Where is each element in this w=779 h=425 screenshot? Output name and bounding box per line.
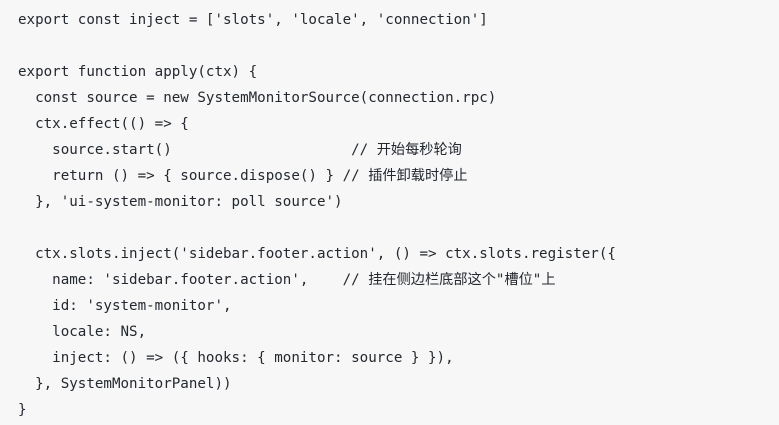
code-line: inject: () => ({ hooks: { monitor: sourc… bbox=[18, 350, 454, 366]
code-line: export function apply(ctx) { bbox=[18, 64, 258, 80]
code-line: id: 'system-monitor', bbox=[18, 298, 232, 314]
code-line: const source = new SystemMonitorSource(c… bbox=[18, 90, 497, 106]
code-line bbox=[18, 215, 779, 241]
code-line: return () => { source.dispose() } // 插件卸… bbox=[18, 168, 468, 184]
code-block: export const inject = ['slots', 'locale'… bbox=[18, 7, 779, 423]
code-line: ctx.slots.inject('sidebar.footer.action'… bbox=[18, 246, 616, 262]
code-line bbox=[18, 33, 779, 59]
code-line: }, 'ui-system-monitor: poll source') bbox=[18, 194, 343, 210]
code-line: }, SystemMonitorPanel)) bbox=[18, 376, 232, 392]
code-line: } bbox=[18, 402, 27, 418]
code-line: source.start() // 开始每秒轮询 bbox=[18, 142, 462, 158]
code-line: export const inject = ['slots', 'locale'… bbox=[18, 12, 488, 28]
code-line: name: 'sidebar.footer.action', // 挂在侧边栏底… bbox=[18, 272, 556, 288]
code-line: locale: NS, bbox=[18, 324, 147, 340]
code-line: ctx.effect(() => { bbox=[18, 116, 189, 132]
